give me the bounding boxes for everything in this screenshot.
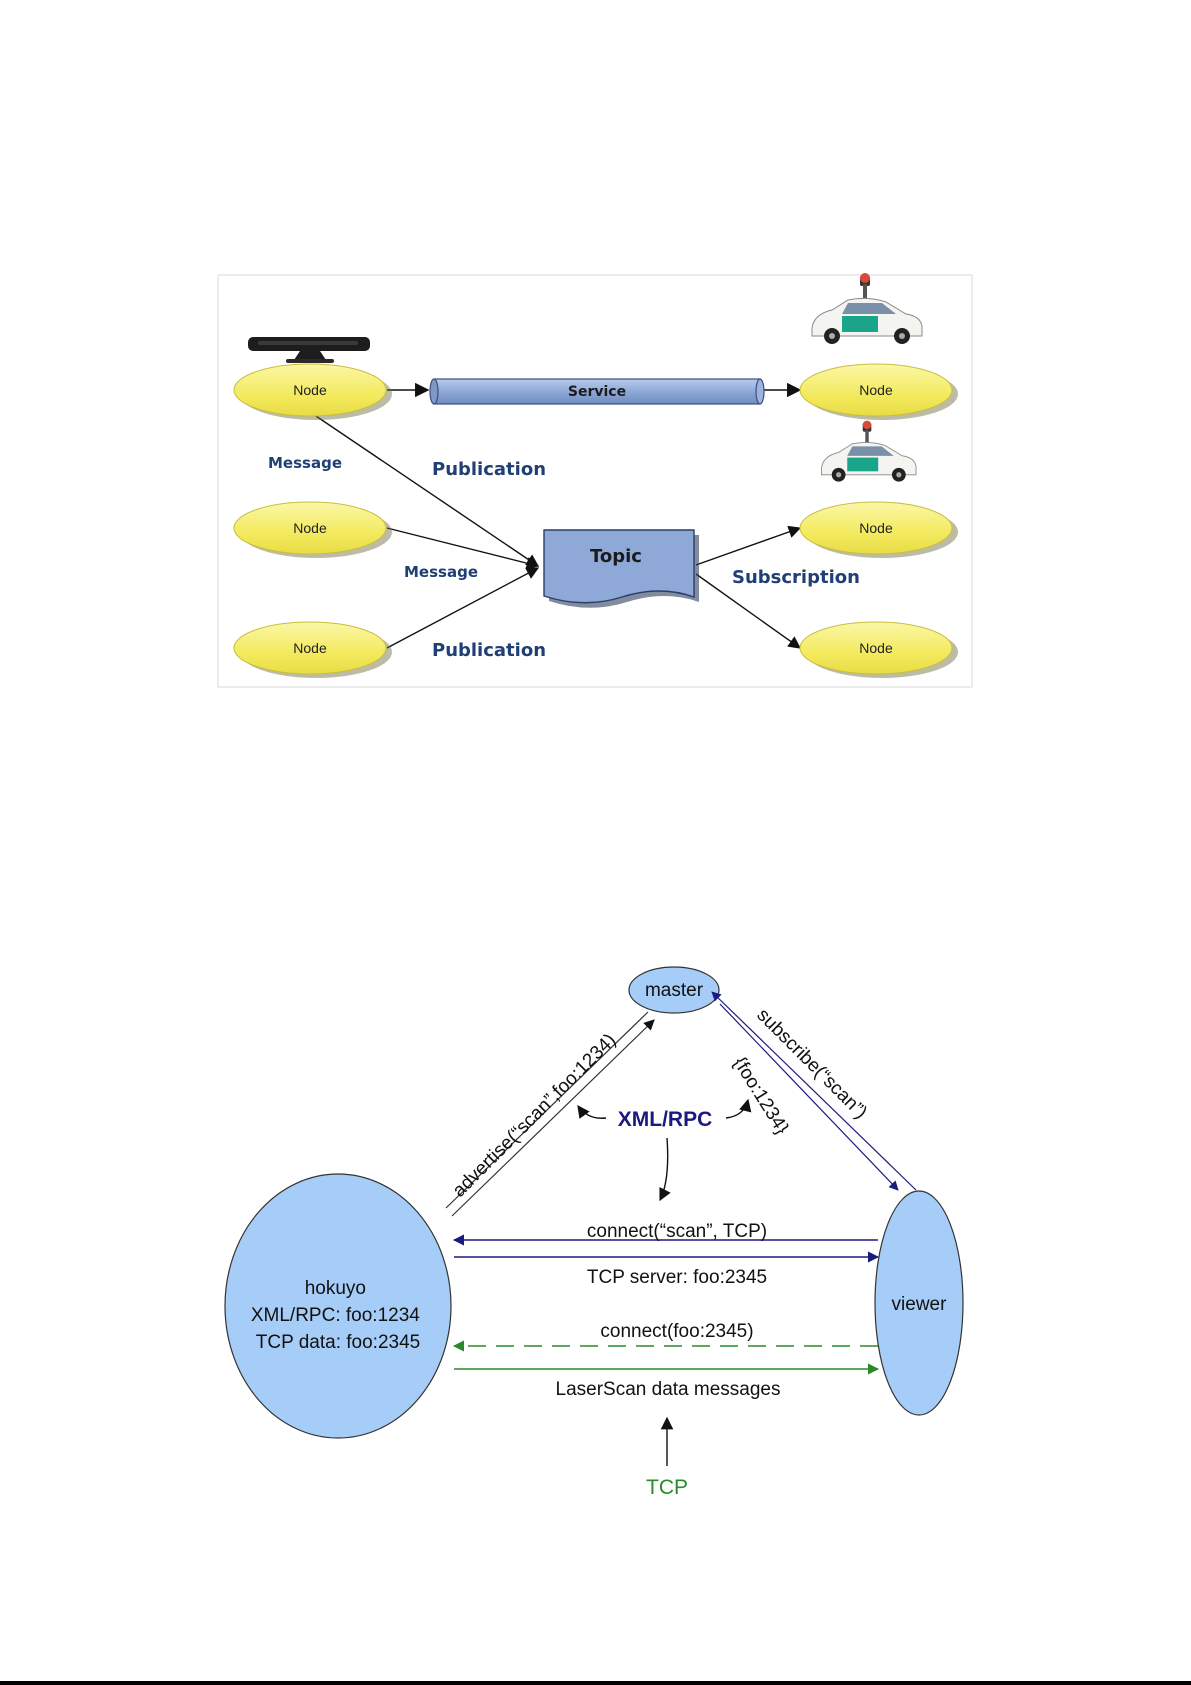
tcp-server-label: TCP server: foo:2345: [587, 1267, 767, 1288]
subscription-arrow-top: [695, 525, 802, 566]
service-pipe: Service: [429, 378, 765, 405]
tcp-label: TCP: [646, 1476, 688, 1499]
hokuyo-label: hokuyo XML/RPC: foo:1234 TCP data: foo:2…: [251, 1278, 425, 1353]
viewer-label: viewer: [892, 1294, 948, 1315]
master-label: master: [645, 980, 704, 1001]
foo-reply-label: {foo:1234}: [729, 1054, 793, 1139]
message-label-top: Message: [268, 454, 342, 472]
topic-box: Topic: [543, 529, 699, 608]
publication-arrow-top: [309, 411, 540, 567]
hokuyo-xmlrpc: XML/RPC: foo:1234: [251, 1305, 420, 1326]
connect-scan-label: connect(“scan”, TCP): [587, 1221, 767, 1242]
node-right-top: Node: [799, 363, 958, 420]
xmlrpc-arrow-right: [725, 1098, 752, 1119]
xmlrpc-arrow-left: [577, 1104, 607, 1119]
node-label: Node: [859, 382, 893, 398]
publication-label-top: Publication: [432, 459, 546, 480]
ros-concept-diagram: Service Topic Node Node Node Node: [217, 273, 973, 688]
node-label: Node: [859, 520, 893, 536]
hokuyo-tcp-data: TCP data: foo:2345: [256, 1332, 420, 1353]
street-view-car-icon: [821, 420, 917, 482]
node-label: Node: [293, 640, 327, 656]
publication-arrow-bottom: [386, 567, 540, 649]
subscription-arrow-bottom: [695, 573, 802, 649]
page-bottom-border: [0, 1681, 1191, 1685]
publication-label-bottom: Publication: [432, 640, 546, 661]
subscribe-arrow: [719, 1003, 899, 1191]
message-label-middle: Message: [404, 563, 478, 581]
message-arrow: [386, 527, 540, 570]
advertise-label: advertise(“scan”,foo:1234): [449, 1030, 621, 1202]
xmlrpc-arrow-down: [659, 1137, 671, 1202]
foo-reply-arrow: [711, 991, 917, 1191]
subscription-label: Subscription: [732, 567, 860, 588]
node-left-bottom: Node: [233, 621, 392, 678]
viewer-node: [874, 1190, 964, 1416]
node-label: Node: [293, 382, 327, 398]
service-label: Service: [568, 384, 626, 400]
node-left-middle: Node: [233, 501, 392, 558]
hokuyo-node: [224, 1173, 452, 1439]
node-label: Node: [859, 640, 893, 656]
connect-foo-label: connect(foo:2345): [600, 1321, 753, 1342]
node-left-top: Node: [233, 363, 392, 420]
ros-communication-diagram: master hokuyo XML/RPC: foo:1234 TCP data…: [224, 966, 964, 1499]
xmlrpc-label: XML/RPC: [618, 1108, 713, 1131]
master-node: [628, 966, 720, 1014]
topic-label: Topic: [590, 546, 642, 567]
kinect-sensor-icon: [248, 337, 370, 363]
street-view-car-icon: [811, 273, 923, 344]
node-label: Node: [293, 520, 327, 536]
node-right-middle: Node: [799, 501, 958, 558]
laserscan-label: LaserScan data messages: [556, 1379, 781, 1400]
node-right-bottom: Node: [799, 621, 958, 678]
advertise-arrow: [451, 1019, 655, 1217]
advertise-line: [445, 1011, 649, 1209]
hokuyo-name: hokuyo: [305, 1278, 366, 1299]
